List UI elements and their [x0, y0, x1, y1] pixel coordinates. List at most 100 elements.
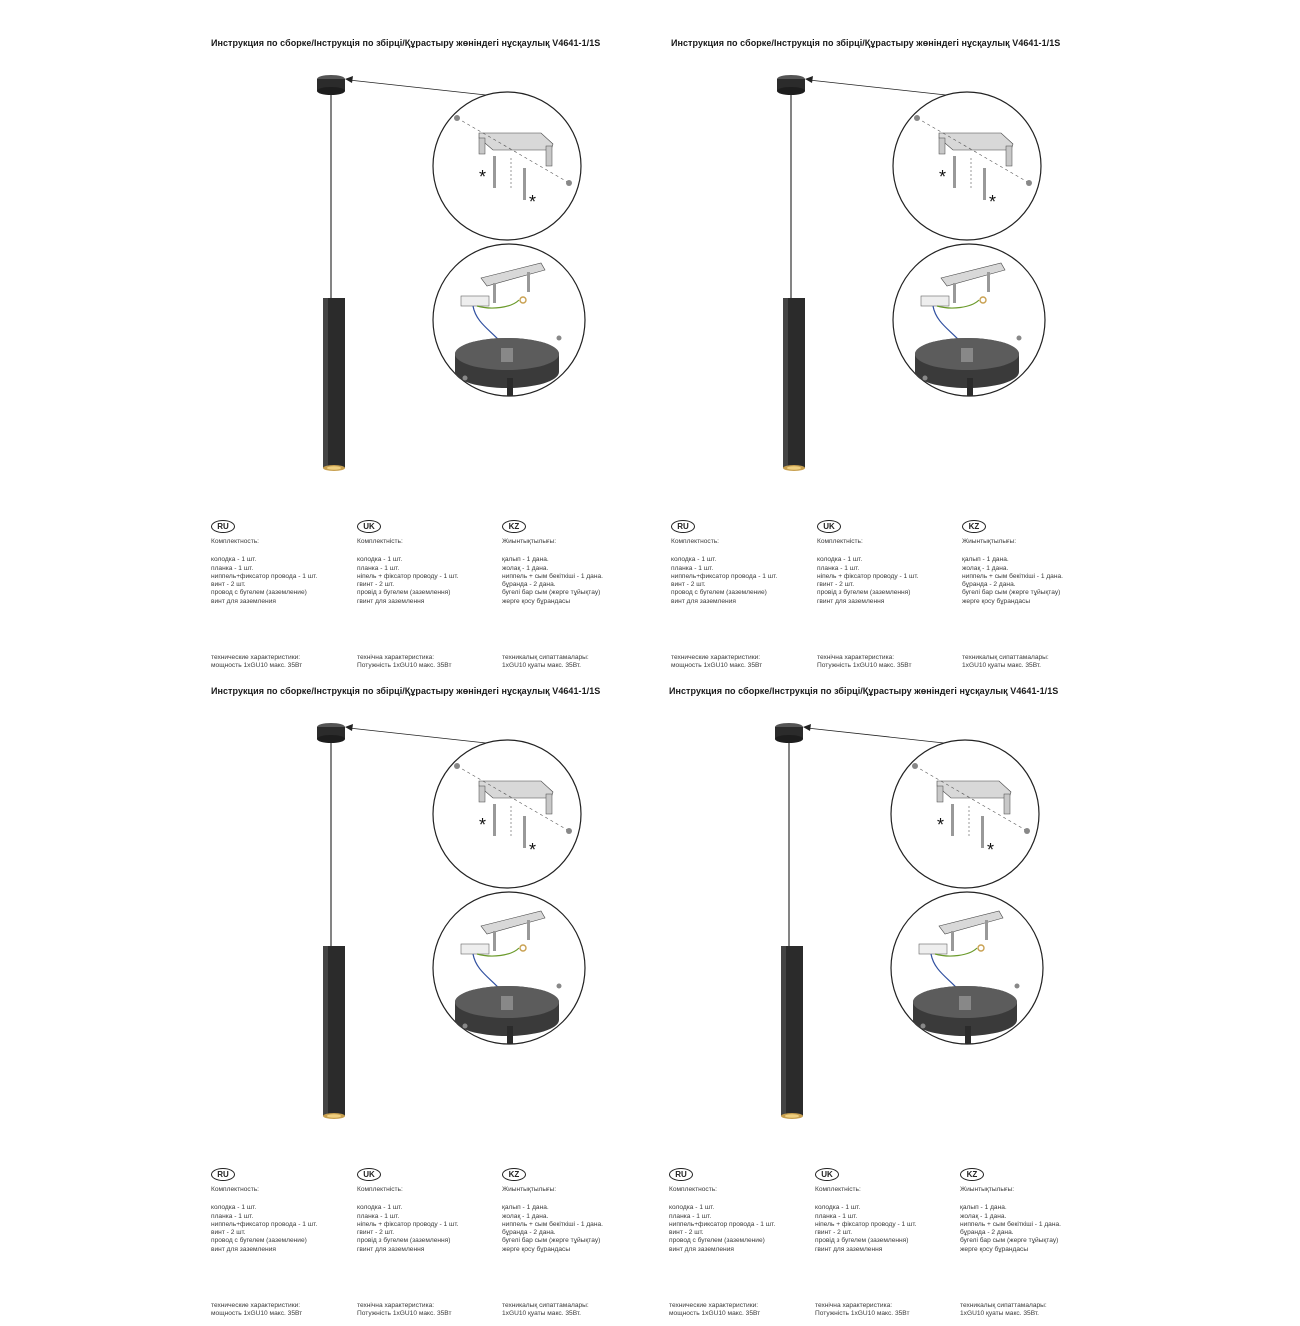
- kit-item: гвинт - 2 шт.: [815, 1229, 853, 1237]
- lang-badge-uk: UK: [357, 520, 381, 533]
- spec-block: техникалық сипаттамалары: 1xGU10 қуаты м…: [960, 1302, 1047, 1319]
- svg-text:*: *: [479, 167, 486, 187]
- kit-item: жерге қосу бұрандасы: [502, 597, 571, 605]
- instruction-sheet: Инструкция по сборке/Інструкція по збірц…: [211, 38, 851, 678]
- kit-item: планка - 1 шт.: [211, 1212, 254, 1220]
- ceiling-canopy: [777, 75, 805, 95]
- fixture-illustration: * *: [775, 723, 1044, 1119]
- kit-item: ниппель+фиксатор провода - 1 шт.: [211, 1220, 318, 1228]
- kit-item: колодка - 1 шт.: [671, 556, 717, 564]
- lang-badge-uk: UK: [357, 1168, 381, 1181]
- kit-title: Комплектность:: [669, 1186, 717, 1193]
- spec-block: техникалық сипаттамалары: 1xGU10 қуаты м…: [962, 654, 1049, 671]
- kit-title: Комплектність:: [815, 1186, 861, 1193]
- spec-block: технічна характеристика: Потужність 1xGU…: [817, 654, 912, 671]
- instruction-sheet: Инструкция по сборке/Інструкція по збірц…: [211, 686, 851, 1326]
- detail-wiring: [890, 891, 1044, 1045]
- kit-item: планка - 1 шт.: [815, 1212, 858, 1220]
- kit-title: Комплектность:: [211, 1186, 259, 1193]
- kit-item: жолақ - 1 дана.: [962, 564, 1009, 572]
- spec-value: 1xGU10 қуаты макс. 35Вт.: [962, 662, 1041, 670]
- kit-item: колодка - 1 шт.: [817, 556, 863, 564]
- kit-item: провід з бугелем (заземлення): [357, 589, 451, 597]
- kit-item: жолақ - 1 дана.: [502, 564, 549, 572]
- lang-badge-kz: KZ: [502, 1168, 526, 1181]
- kit-item: планка - 1 шт.: [357, 1212, 400, 1220]
- svg-text:*: *: [479, 815, 486, 835]
- kit-item: бугелі бар сым (жерге тұйықтау): [502, 589, 601, 597]
- lang-column-kz: KZ Жиынтықтылығы: қалып - 1 дана. жолақ …: [962, 520, 1104, 669]
- svg-text:*: *: [529, 192, 536, 212]
- kit-item: винт - 2 шт.: [211, 1229, 246, 1237]
- spec-block: технічна характеристика: Потужність 1xGU…: [815, 1302, 910, 1319]
- ceiling-canopy: [317, 723, 345, 743]
- lang-badge-ru: RU: [671, 520, 695, 533]
- lang-badge-ru: RU: [669, 1168, 693, 1181]
- spec-value: Потужність 1xGU10 макс. 35Вт: [357, 1310, 452, 1318]
- spec-block: техникалық сипаттамалары: 1xGU10 қуаты м…: [502, 1302, 589, 1319]
- kit-item: провід з бугелем (заземлення): [815, 1237, 909, 1245]
- ceiling-canopy: [775, 723, 803, 743]
- kit-title: Жиынтықтылығы:: [962, 538, 1017, 545]
- kit-item: гвинт для заземлення: [357, 597, 425, 605]
- sheet-title: Инструкция по сборке/Інструкція по збірц…: [211, 38, 601, 48]
- kit-item: бугелі бар сым (жерге тұйықтау): [960, 1237, 1059, 1245]
- kit-item: планка - 1 шт.: [671, 564, 714, 572]
- kit-item: қалып - 1 дана.: [962, 556, 1009, 564]
- lang-column-uk: UK Комплектність: колодка - 1 шт. планка…: [817, 520, 959, 669]
- kit-title: Жиынтықтылығы:: [960, 1186, 1015, 1193]
- lang-badge-kz: KZ: [962, 520, 986, 533]
- lang-badge-kz: KZ: [960, 1168, 984, 1181]
- detail-wiring: [892, 243, 1046, 397]
- spec-value: Потужність 1xGU10 макс. 35Вт: [817, 662, 912, 670]
- spec-value: мощность 1xGU10 макс. 35Вт: [211, 662, 303, 670]
- kit-item: ніпель + фіксатор проводу - 1 шт.: [357, 572, 459, 580]
- detail-bracket: * *: [432, 739, 582, 889]
- spec-title: технические характеристики:: [671, 654, 761, 661]
- lang-badge-ru: RU: [211, 520, 235, 533]
- spec-block: технічна характеристика: Потужність 1xGU…: [357, 1302, 452, 1319]
- kit-item: ніпель + фіксатор проводу - 1 шт.: [815, 1220, 917, 1228]
- pendant-tube: [783, 298, 805, 471]
- kit-title: Жиынтықтылығы:: [502, 1186, 557, 1193]
- pendant-tube: [781, 946, 803, 1119]
- spec-title: технічна характеристика:: [357, 1302, 435, 1309]
- lang-column-ru: RU Комплектность: колодка - 1 шт. планка…: [671, 520, 813, 669]
- kit-item: ниппель + сым бекіткіші - 1 дана.: [502, 1220, 603, 1228]
- spec-value: мощность 1xGU10 макс. 35Вт: [669, 1310, 761, 1318]
- sheet-title: Инструкция по сборке/Інструкція по збірц…: [669, 686, 1059, 696]
- spec-title: техникалық сипаттамалары:: [502, 1302, 589, 1309]
- spec-value: 1xGU10 қуаты макс. 35Вт.: [502, 662, 581, 670]
- kit-item: винт для заземления: [669, 1245, 734, 1253]
- kit-item: колодка - 1 шт.: [211, 556, 257, 564]
- kit-item: ниппель+фиксатор провода - 1 шт.: [211, 572, 318, 580]
- kit-item: бугелі бар сым (жерге тұйықтау): [502, 1237, 601, 1245]
- kit-title: Комплектність:: [357, 1186, 403, 1193]
- kit-item: провод с бугелем (заземление): [211, 1237, 307, 1245]
- kit-item: планка - 1 шт.: [817, 564, 860, 572]
- spec-block: технические характеристики: мощность 1xG…: [211, 654, 302, 671]
- kit-item: провід з бугелем (заземлення): [357, 1237, 451, 1245]
- ceiling-canopy: [317, 75, 345, 95]
- svg-text:*: *: [937, 815, 944, 835]
- spec-value: Потужність 1xGU10 макс. 35Вт: [357, 662, 452, 670]
- pointer-arrow: [805, 76, 947, 96]
- svg-text:*: *: [529, 840, 536, 860]
- spec-value: Потужність 1xGU10 макс. 35Вт: [815, 1310, 910, 1318]
- detail-wiring: [432, 243, 586, 397]
- lang-column-ru: RU Комплектность: колодка - 1 шт. планка…: [211, 520, 353, 669]
- kit-title: Жиынтықтылығы:: [502, 538, 557, 545]
- spec-title: техникалық сипаттамалары:: [502, 654, 589, 661]
- lang-badge-kz: KZ: [502, 520, 526, 533]
- spec-title: технические характеристики:: [669, 1302, 759, 1309]
- kit-title: Комплектність:: [357, 538, 403, 545]
- spec-block: технічна характеристика: Потужність 1xGU…: [357, 654, 452, 671]
- spec-title: техникалық сипаттамалары:: [960, 1302, 1047, 1309]
- kit-item: гвинт для заземлення: [817, 597, 885, 605]
- fixture-illustration: * *: [777, 75, 1046, 471]
- kit-item: провод с бугелем (заземление): [211, 589, 307, 597]
- kit-item: провод с бугелем (заземление): [669, 1237, 765, 1245]
- kit-item: ніпель + фіксатор проводу - 1 шт.: [817, 572, 919, 580]
- kit-item: винт для заземления: [211, 597, 276, 605]
- kit-item: колодка - 1 шт.: [211, 1204, 257, 1212]
